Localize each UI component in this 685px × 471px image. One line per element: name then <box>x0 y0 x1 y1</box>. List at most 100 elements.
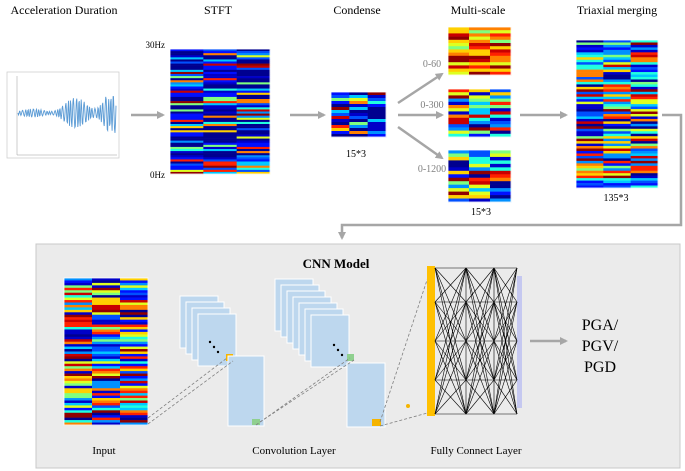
flatten-layer-bar <box>427 266 435 416</box>
heatmap-cell <box>469 105 491 109</box>
heatmap-cell <box>349 134 368 138</box>
heatmap-cell <box>490 36 512 41</box>
heatmap-cell <box>576 114 604 117</box>
heatmap-cell <box>92 363 121 367</box>
heatmap-cell <box>64 280 93 284</box>
heatmap-cell <box>630 89 659 93</box>
heatmap-cell <box>203 119 237 123</box>
heatmap-cell <box>349 95 368 99</box>
heatmap-cell <box>170 101 204 104</box>
heatmap-cell <box>92 317 121 320</box>
projection-line <box>255 357 351 426</box>
heatmap-cell <box>448 46 470 50</box>
heatmap-cell <box>203 124 237 127</box>
heatmap-cell <box>448 127 470 131</box>
heatmap-cell <box>236 57 271 60</box>
heatmap-cell <box>236 94 271 98</box>
heatmap-cell <box>92 290 121 293</box>
heatmap-cell <box>603 64 631 68</box>
heatmap-cell <box>603 106 631 110</box>
heatmap-cell <box>469 191 491 196</box>
title-condense: Condense <box>333 3 380 17</box>
heatmap-cell <box>331 95 350 99</box>
heatmap-cell <box>630 143 659 147</box>
heatmap-cell <box>92 278 121 281</box>
heatmap-cell <box>349 113 368 117</box>
title-triaxial-merging: Triaxial merging <box>577 3 657 17</box>
heatmap-cell <box>236 67 271 71</box>
heatmap-cell <box>576 106 604 110</box>
heatmap-cell <box>236 90 271 94</box>
output-pgv: PGV/ <box>582 338 619 355</box>
heatmap-cell <box>367 113 387 117</box>
heatmap-cell <box>170 153 204 156</box>
heatmap-cell <box>64 304 93 308</box>
heatmap-cell <box>92 390 121 394</box>
heatmap-cell <box>92 322 121 325</box>
heatmap-cell <box>170 134 204 137</box>
heatmap-cell <box>576 57 604 61</box>
heatmap-cell <box>490 191 512 196</box>
heatmap-cell <box>92 295 121 298</box>
scale-map-0-1200 <box>447 149 512 203</box>
heatmap-cell <box>120 280 149 284</box>
heatmap-cell <box>490 89 512 93</box>
heatmap-cell <box>469 59 491 63</box>
heatmap-cell <box>236 51 271 54</box>
heatmap-cell <box>630 160 659 164</box>
heatmap-cell <box>236 149 271 152</box>
heatmap-cell <box>603 42 631 46</box>
fc-edge <box>465 267 495 342</box>
heatmap-cell <box>64 422 93 426</box>
kernel-highlight <box>372 419 381 426</box>
ellipsis-dot <box>336 348 340 352</box>
heatmap-cell <box>203 136 237 139</box>
heatmap-cell <box>203 130 237 133</box>
heatmap-cell <box>349 131 368 135</box>
heatmap-cell <box>203 74 237 77</box>
heatmap-cell <box>203 113 237 116</box>
heatmap-cell <box>236 167 271 171</box>
heatmap-cell <box>170 119 204 123</box>
heatmap-cell <box>367 134 387 138</box>
heatmap-cell <box>236 71 271 75</box>
heatmap-cell <box>603 40 631 43</box>
heatmap-cell <box>236 119 271 123</box>
heatmap-cell <box>120 398 149 401</box>
heatmap-cell <box>448 30 470 34</box>
scale-label-0-1200: 0-1200 <box>418 164 446 175</box>
heatmap-cell <box>120 285 149 289</box>
heatmap-cell <box>576 67 604 70</box>
heatmap-cell <box>92 368 121 372</box>
heatmap-cell <box>576 91 604 95</box>
heatmap-cell <box>203 69 237 73</box>
heatmap-cell <box>120 317 149 320</box>
heatmap-cell <box>448 52 470 57</box>
heatmap-cell <box>469 188 491 192</box>
heatmap-cell <box>367 128 387 132</box>
fc-edge <box>493 301 518 342</box>
heatmap-cell <box>576 160 604 164</box>
heatmap-cell <box>92 378 121 382</box>
heatmap-cell <box>576 72 604 75</box>
heatmap-cell <box>64 349 93 352</box>
heatmap-cell <box>236 121 271 125</box>
heatmap-cell <box>448 160 470 165</box>
heatmap-cell <box>64 351 93 355</box>
heatmap-cell <box>576 143 604 147</box>
heatmap-cell <box>448 195 470 199</box>
heatmap-cell <box>64 385 93 389</box>
heatmap-cell <box>92 353 121 357</box>
heatmap-cell <box>576 94 604 98</box>
scale-label-0-60: 0-60 <box>423 59 441 70</box>
heatmap-cell <box>170 109 204 112</box>
heatmap-cell <box>64 312 93 316</box>
heatmap-cell <box>630 91 659 95</box>
heatmap-cell <box>630 74 659 78</box>
heatmap-cell <box>120 371 149 374</box>
heatmap-cell <box>331 101 350 105</box>
heatmap-cell <box>120 358 149 362</box>
heatmap-cell <box>469 160 491 165</box>
heatmap-cell <box>170 144 204 148</box>
heatmap-cell <box>576 148 604 152</box>
